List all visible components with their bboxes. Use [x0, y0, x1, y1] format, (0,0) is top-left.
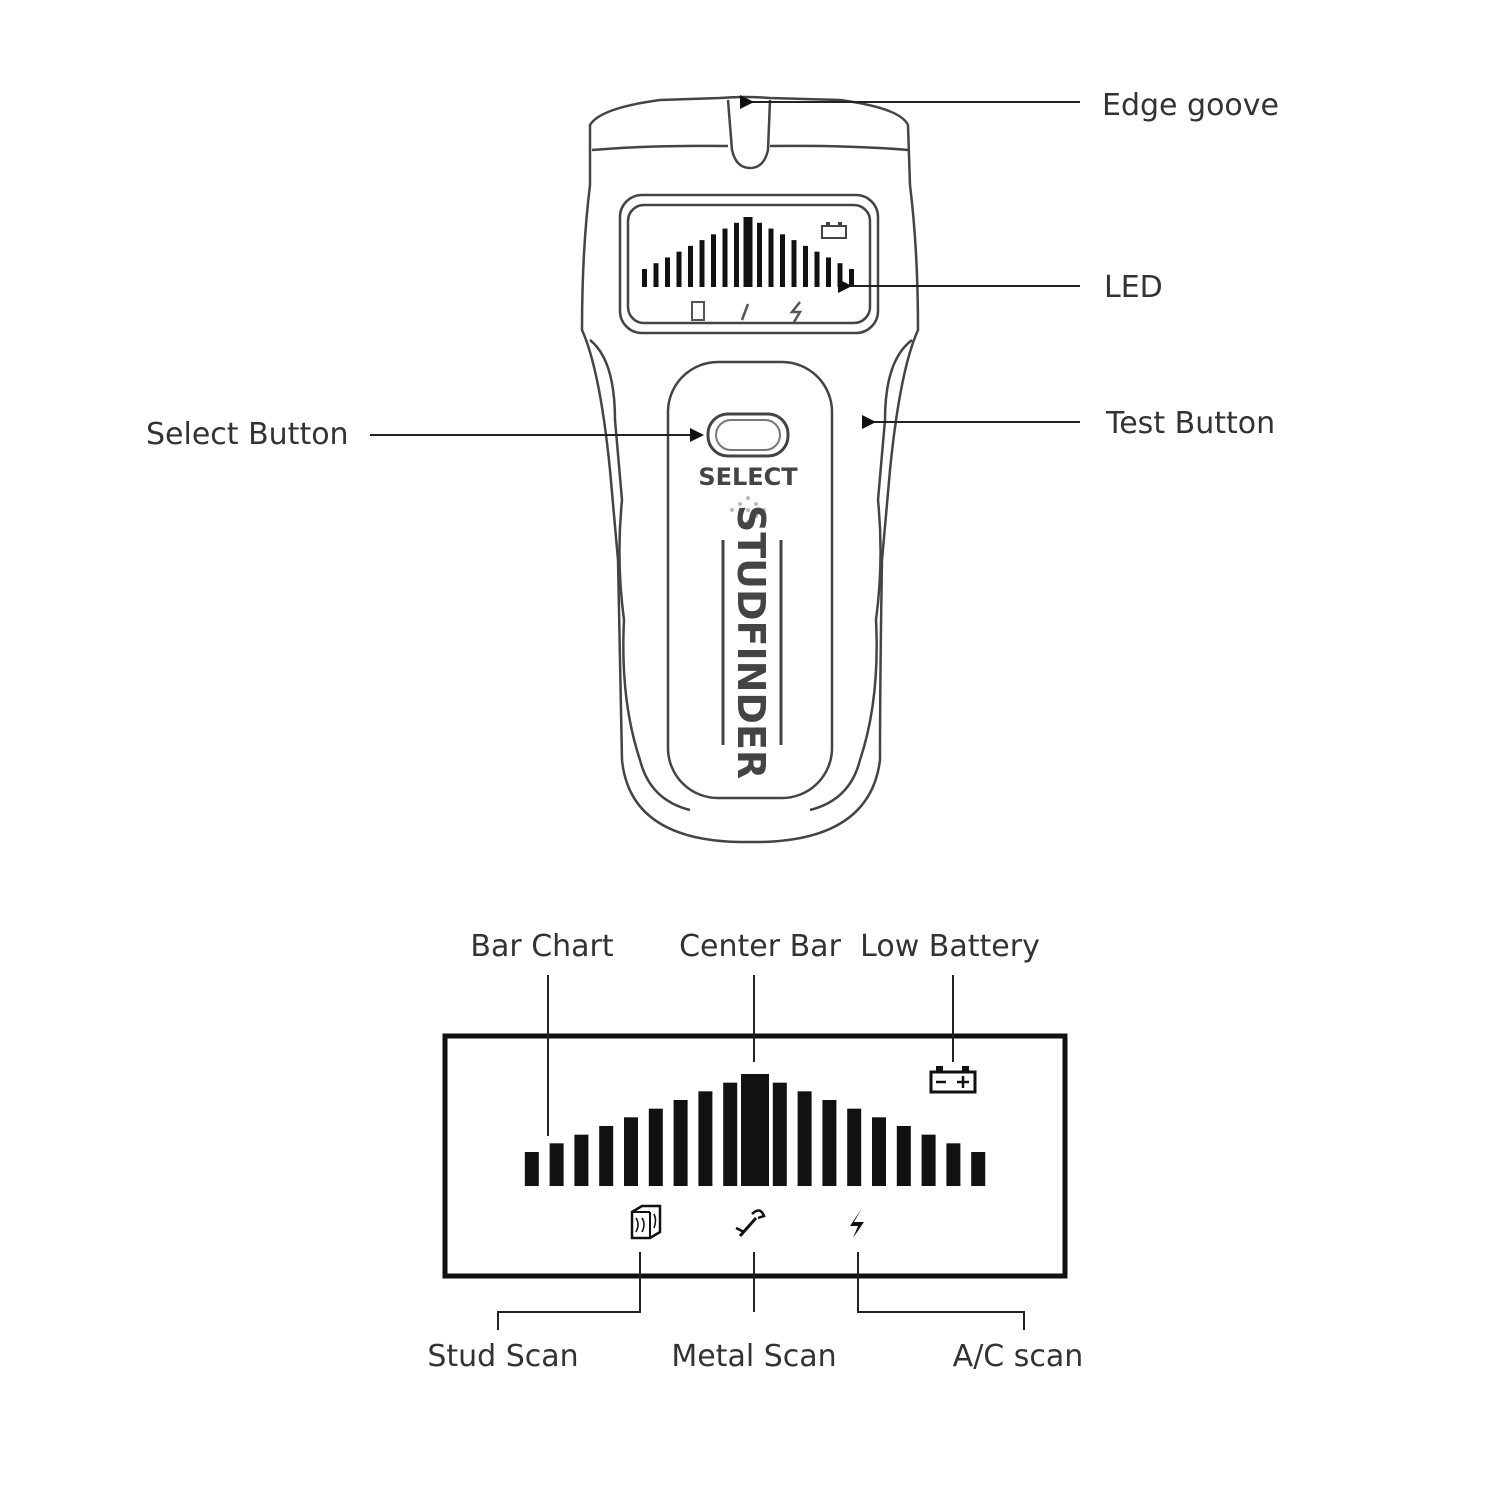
- led-label: LED: [1104, 270, 1163, 305]
- indicator-bar: [872, 1117, 886, 1186]
- low-battery-label: Low Battery: [860, 929, 1040, 964]
- indicator-bar: [734, 222, 739, 287]
- stud-finder-device: SELECT STUDFINDER Edge goove LED Test Bu…: [146, 88, 1279, 844]
- indicator-bar: [797, 1091, 812, 1186]
- device-battery-icon: [821, 222, 847, 239]
- indicator-bar: [791, 240, 797, 287]
- metal-scan-label: Metal Scan: [671, 1339, 836, 1374]
- display-detail: Bar Chart Center Bar Low Battery Stud Sc…: [427, 929, 1083, 1374]
- indicator-bar: [803, 245, 808, 287]
- device-ac-icon: [789, 301, 803, 323]
- device-lcd-bars: [642, 217, 854, 287]
- indicator-bar: [711, 234, 716, 287]
- select-button-label: Select Button: [146, 417, 349, 452]
- center-bar-label: Center Bar: [679, 929, 841, 964]
- indicator-bar: [723, 1082, 738, 1186]
- indicator-bar: [574, 1134, 589, 1186]
- indicator-bar: [921, 1134, 936, 1186]
- center-panel: [666, 360, 834, 800]
- center-bar: [741, 1074, 769, 1186]
- device-stud-icon: [691, 301, 705, 321]
- indicator-bar: [837, 263, 843, 287]
- edge-groove-label: Edge goove: [1102, 88, 1279, 123]
- indicator-bar: [599, 1126, 614, 1186]
- edge-groove-notch: [726, 99, 772, 170]
- indicator-bar: [676, 251, 682, 287]
- indicator-bar: [768, 228, 774, 287]
- indicator-bar: [698, 1091, 713, 1186]
- ac-scan-icon: [850, 1208, 864, 1238]
- speaker-grille: [730, 496, 766, 524]
- bar-chart-label: Bar Chart: [470, 929, 614, 964]
- indicator-bar: [847, 1108, 862, 1186]
- indicator-bar: [971, 1152, 986, 1186]
- device-lcd-frame: [618, 193, 880, 335]
- ac-scan-leader: [857, 1252, 1025, 1330]
- indicator-bar: [624, 1117, 638, 1186]
- right-grip: [809, 338, 913, 812]
- indicator-bar: [849, 269, 854, 287]
- select-label: SELECT: [698, 463, 798, 491]
- brand-text: STUDFINDER: [729, 505, 773, 779]
- battery-icon: [929, 1066, 977, 1094]
- left-grip: [589, 339, 691, 812]
- device-top-cap: [591, 144, 909, 152]
- center-bar: [743, 217, 753, 287]
- test-button-label: Test Button: [1105, 406, 1275, 441]
- indicator-bar: [757, 222, 762, 287]
- indicator-bar: [524, 1152, 539, 1186]
- metal-scan-icon: [735, 1209, 766, 1237]
- indicator-bar: [653, 263, 659, 287]
- indicator-bar: [642, 269, 647, 287]
- ac-scan-label: A/C scan: [953, 1339, 1084, 1374]
- device-body: [580, 95, 920, 844]
- indicator-bar: [772, 1082, 787, 1186]
- indicator-bar: [814, 251, 820, 287]
- indicator-bar: [673, 1100, 688, 1186]
- indicator-bar: [549, 1143, 564, 1186]
- indicator-bar: [896, 1126, 911, 1186]
- indicator-bar: [722, 228, 728, 287]
- indicator-bar: [822, 1100, 837, 1186]
- indicator-bar: [699, 240, 705, 287]
- stud-scan-label: Stud Scan: [427, 1339, 578, 1374]
- stud-scan-leader: [497, 1252, 641, 1330]
- indicator-bar: [665, 257, 670, 287]
- indicator-bar: [688, 245, 693, 287]
- indicator-bar: [780, 234, 785, 287]
- select-button[interactable]: [706, 412, 790, 458]
- device-metal-icon: [740, 303, 750, 321]
- stud-scan-icon: [630, 1204, 662, 1240]
- indicator-bar: [946, 1143, 961, 1186]
- select-button-inner: [715, 419, 781, 451]
- indicator-bar: [826, 257, 831, 287]
- indicator-bar: [648, 1108, 663, 1186]
- display-bar-chart: [524, 1074, 986, 1186]
- device-lcd-screen: [626, 203, 872, 325]
